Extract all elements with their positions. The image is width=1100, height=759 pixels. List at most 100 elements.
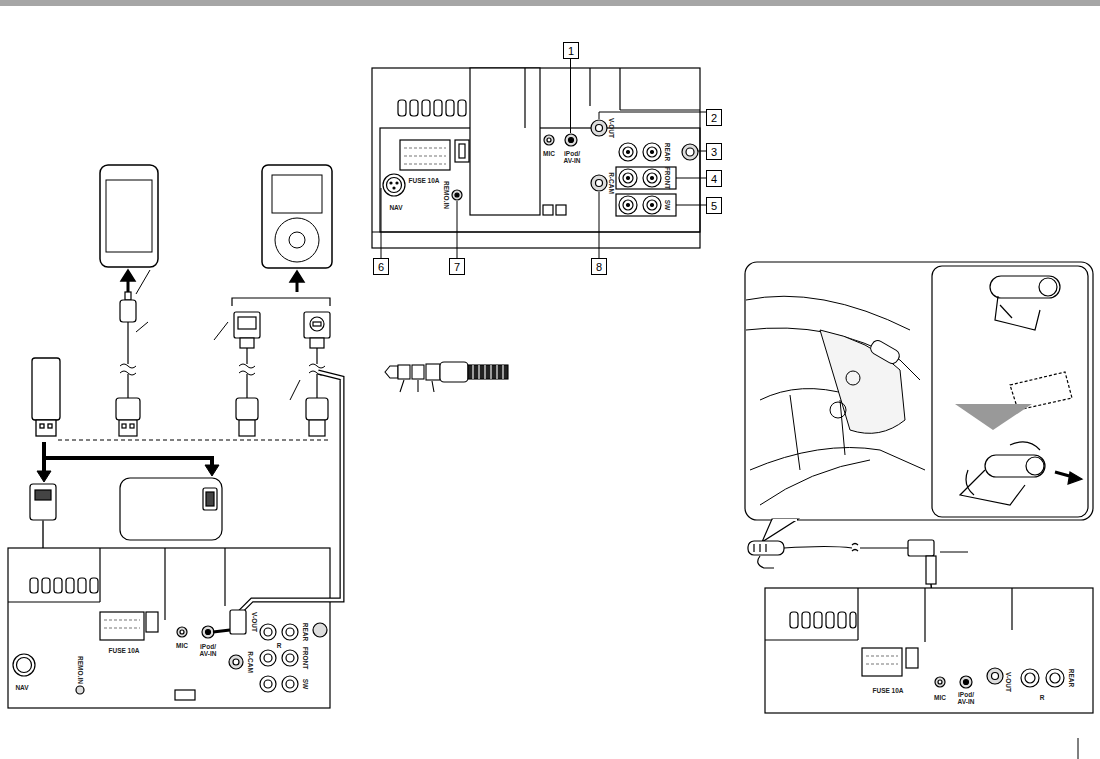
rear-panel [619,169,637,187]
rear-panel [17,658,32,673]
rear-panel [396,182,398,184]
connection-arrow [37,471,51,482]
panel-label: FUSE 10A [872,687,903,694]
rear-panel [643,143,661,161]
usb-port-box [206,492,214,506]
rear-panel [404,148,446,164]
leader-line [676,178,706,179]
panel-label: iPod/ AV-IN [196,643,220,657]
rear-panel [765,639,858,640]
rear-panel [623,200,633,210]
leader-line [676,205,706,206]
dock-cable [214,312,330,436]
connection-arrow [205,465,219,476]
inset [966,442,1040,495]
usb-cable [30,484,56,520]
inset [1000,305,1012,318]
ipod [289,232,305,248]
ipod [232,165,332,306]
panel-label: FRONT [664,167,671,189]
panel-label: V-OUT [1005,672,1012,692]
dock-cable [239,420,255,436]
leader-line [599,112,706,119]
usb-port-box [120,478,222,540]
panel-label: SW [664,200,671,210]
callout-number: 5 [706,197,722,214]
rear-panel [591,175,607,191]
rear-panel [8,548,330,708]
mic-cable [926,556,936,584]
mini-plug [398,365,410,379]
av-cable [213,630,230,632]
rear-panel [76,686,84,694]
rear-panel [596,180,603,187]
dock-cable [306,398,328,420]
car-interior [846,371,860,385]
rear-panel [458,100,466,116]
inset [955,404,1032,430]
rear-panel [524,68,525,128]
rear-panel [282,676,298,692]
lightning-cable [136,270,150,332]
mic-cable [908,540,934,556]
inset [1026,457,1044,475]
rear-panel [398,100,406,116]
car-interior [746,296,925,505]
dock-cable [313,322,321,326]
rear-panel [229,655,243,669]
dock-cable [214,322,300,400]
rear-panel [400,140,450,170]
car-interior [830,402,846,418]
callout-text: 7 [454,261,460,273]
mini-plug [412,365,424,379]
mic-cable [852,544,858,552]
mic-cable [758,556,774,568]
mini-plug [385,362,508,392]
page-bar [0,0,1100,6]
lightning-cable [122,424,126,428]
callout-number: 4 [706,170,722,187]
rear-panel [1025,673,1035,683]
dock-cable [310,317,324,331]
rear-panel [556,205,566,215]
mini-plug [426,364,440,380]
mic-cable [860,547,910,548]
iphone [100,165,158,267]
rear-panel [224,548,225,606]
lightning-cable [120,300,136,322]
ipod [232,298,330,306]
callout-bubble [745,262,1093,520]
rear-panel [260,623,327,692]
rear-panel [623,147,633,157]
rear-panel [455,193,459,197]
rear-panel [206,630,211,635]
rear-panel [686,148,694,156]
leader-line [381,58,706,258]
usb-stick [32,358,60,436]
panel-label: R [1040,694,1045,701]
inset [932,266,1088,517]
panel-label: V-OUT [608,118,615,138]
callout-text: 3 [711,146,717,158]
page-mark [1078,738,1079,759]
rear-panel [643,196,661,214]
rear-panel [589,68,590,106]
rear-panel [765,588,1093,713]
car-interior [750,448,925,471]
lightning-cable [116,270,150,436]
iphone [121,270,135,281]
rear-panel [264,628,272,636]
panel-label: REAR [1068,669,1075,687]
rear-panel [857,588,858,640]
rear-panel [470,68,540,215]
connection-arrow [44,458,212,466]
callout-text: 2 [711,112,717,124]
av-cable [240,372,342,612]
rear-panel [233,659,239,665]
av-cable [240,372,342,612]
panel-label: MIC [934,694,946,701]
rear-panel [596,125,603,132]
rear-panel [387,178,402,193]
rear-panel [1021,669,1039,687]
mic-cable [940,552,968,553]
